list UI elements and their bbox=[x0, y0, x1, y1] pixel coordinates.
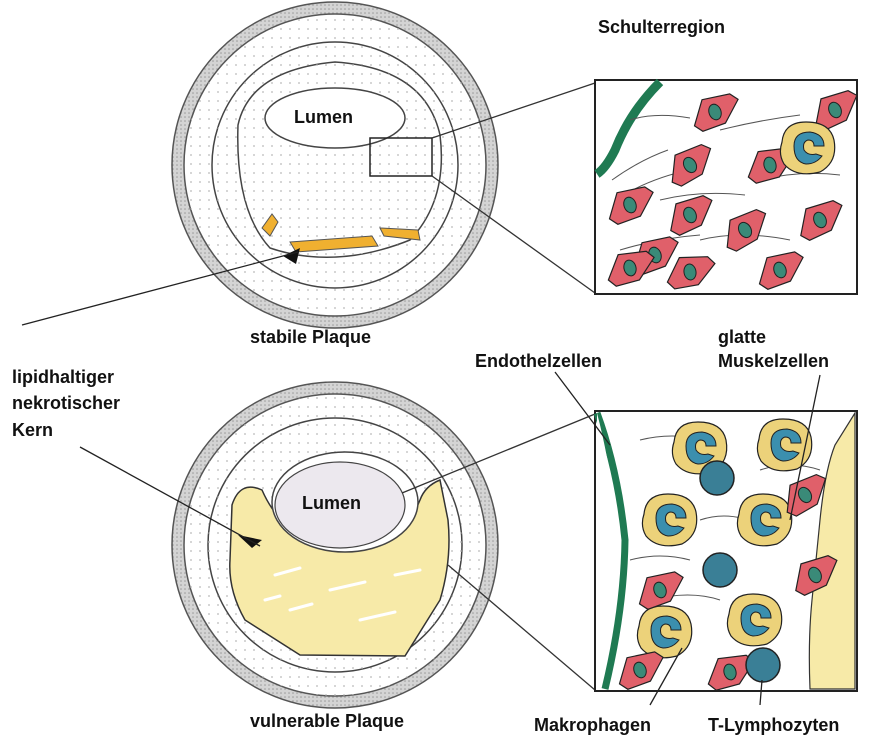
smooth-muscle-label-line1: glatte bbox=[718, 326, 766, 348]
macrophage bbox=[757, 419, 811, 471]
t-lymphocyte bbox=[700, 461, 734, 495]
macrophage bbox=[737, 494, 791, 546]
shoulder-region-label: Schulterregion bbox=[598, 16, 725, 38]
lipid-core-label-line2: nekrotischer bbox=[12, 392, 120, 414]
smooth-muscle-label-line2: Muskelzellen bbox=[718, 350, 829, 372]
stable-plaque-vessel bbox=[172, 2, 498, 328]
t-lymphocyte bbox=[703, 553, 737, 587]
macrophage bbox=[727, 594, 781, 646]
lipid-core-label-line3: Kern bbox=[12, 419, 53, 441]
lumen-label-bottom: Lumen bbox=[302, 492, 361, 514]
t-lymphocyte bbox=[746, 648, 780, 682]
endothelial-cells-label: Endothelzellen bbox=[475, 350, 602, 372]
vulnerable-plaque-label: vulnerable Plaque bbox=[250, 710, 404, 732]
lumen-label-top: Lumen bbox=[294, 106, 353, 128]
vulnerable-plaque-vessel bbox=[172, 382, 498, 708]
macrophage bbox=[780, 122, 834, 174]
t-lymphocytes-label: T-Lymphozyten bbox=[708, 714, 839, 736]
lipid-core-label-line1: lipidhaltiger bbox=[12, 366, 114, 388]
stable-plaque-label: stabile Plaque bbox=[250, 326, 371, 348]
macrophages-label: Makrophagen bbox=[534, 714, 651, 736]
macrophage bbox=[637, 606, 691, 658]
macrophage bbox=[642, 494, 696, 546]
pointer-endothelial-cells bbox=[555, 372, 610, 445]
